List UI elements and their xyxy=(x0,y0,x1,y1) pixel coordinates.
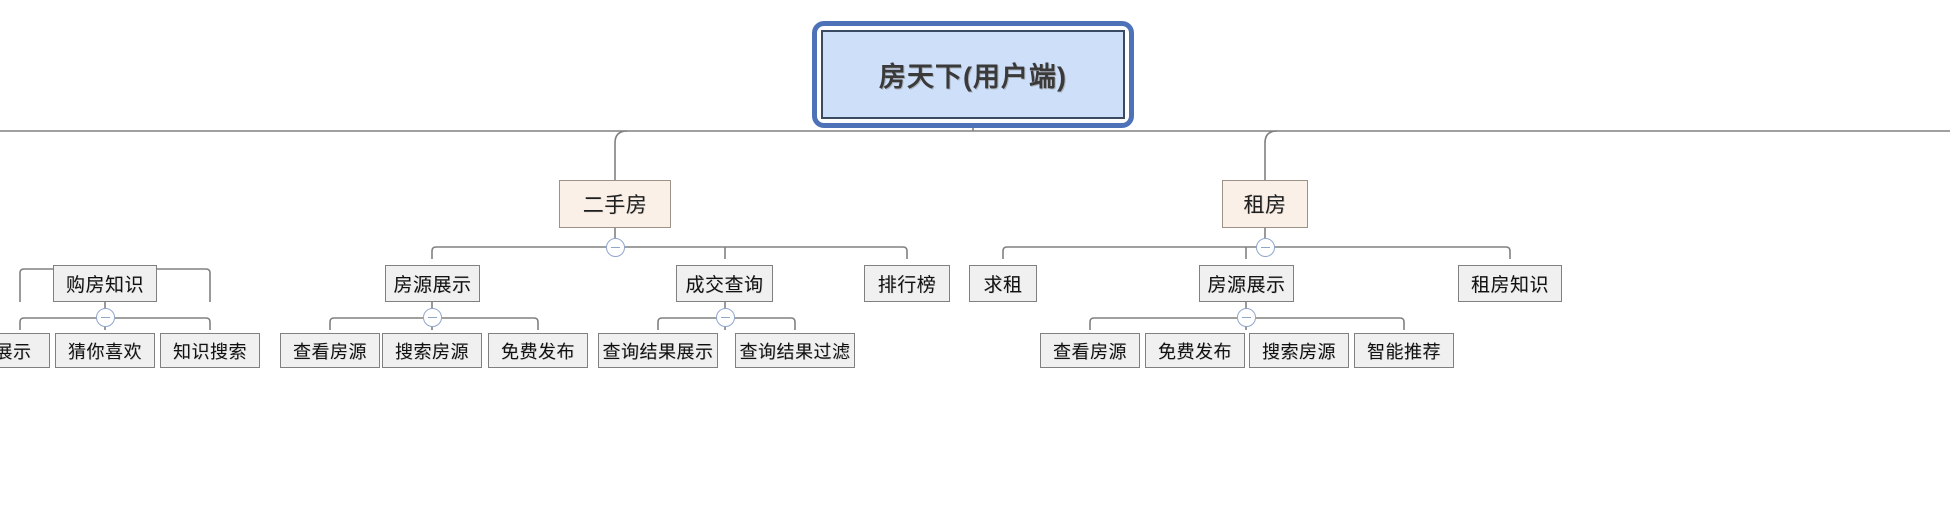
leaf-zhishisousuo[interactable]: 知识搜索 xyxy=(160,333,260,368)
leaf-mianfeifabu-left[interactable]: 免费发布 xyxy=(488,333,588,368)
leaf-chakanfangyuan-left[interactable]: 查看房源 xyxy=(280,333,380,368)
leaf-mianfeifabu-right[interactable]: 免费发布 xyxy=(1145,333,1245,368)
leaf-chaxunjieguoguolv[interactable]: 查询结果过滤 xyxy=(735,333,855,368)
minus-bar xyxy=(1242,316,1251,319)
node-paihangbang[interactable]: 排行榜 xyxy=(864,265,950,302)
collapse-minus-icon-fangyuanzhanshi-right[interactable] xyxy=(1237,308,1256,327)
node-chengjiaochaxun[interactable]: 成交查询 xyxy=(676,265,773,302)
node-goufangzhishi[interactable]: 购房知识 xyxy=(53,265,157,302)
leaf-chaxunjieguozhanshi[interactable]: 查询结果展示 xyxy=(598,333,718,368)
collapse-minus-icon-fangyuanzhanshi-left[interactable] xyxy=(423,308,442,327)
minus-bar xyxy=(101,316,110,319)
leaf-cainixihuan[interactable]: 猜你喜欢 xyxy=(55,333,155,368)
node-qiuzu[interactable]: 求租 xyxy=(969,265,1037,302)
node-fangyuanzhanshi-right[interactable]: 房源展示 xyxy=(1199,265,1294,302)
node-zufangzhishi[interactable]: 租房知识 xyxy=(1458,265,1562,302)
minus-bar xyxy=(611,246,620,249)
minus-bar xyxy=(1261,246,1270,249)
minus-bar xyxy=(721,316,730,319)
node-zufang[interactable]: 租房 xyxy=(1222,180,1308,228)
node-ershoufang[interactable]: 二手房 xyxy=(559,180,671,228)
leaf-sousuofangyuan-right[interactable]: 搜索房源 xyxy=(1249,333,1349,368)
leaf-sousuofangyuan-left[interactable]: 搜索房源 xyxy=(382,333,482,368)
minus-bar xyxy=(428,316,437,319)
collapse-minus-icon-chengjiaochaxun[interactable] xyxy=(716,308,735,327)
root-node[interactable]: 房天下(用户端) xyxy=(821,30,1125,119)
collapse-minus-icon-goufangzhishi[interactable] xyxy=(96,308,115,327)
leaf-chakanfangyuan-right[interactable]: 查看房源 xyxy=(1040,333,1140,368)
leaf-zhanshi[interactable]: 展示 xyxy=(0,333,50,368)
leaf-zhinengtuijian[interactable]: 智能推荐 xyxy=(1354,333,1454,368)
collapse-minus-icon-zufang[interactable] xyxy=(1256,238,1275,257)
collapse-minus-icon-ershoufang[interactable] xyxy=(606,238,625,257)
root-node-selection-frame[interactable]: 房天下(用户端) xyxy=(812,21,1134,128)
node-fangyuanzhanshi-left[interactable]: 房源展示 xyxy=(385,265,480,302)
